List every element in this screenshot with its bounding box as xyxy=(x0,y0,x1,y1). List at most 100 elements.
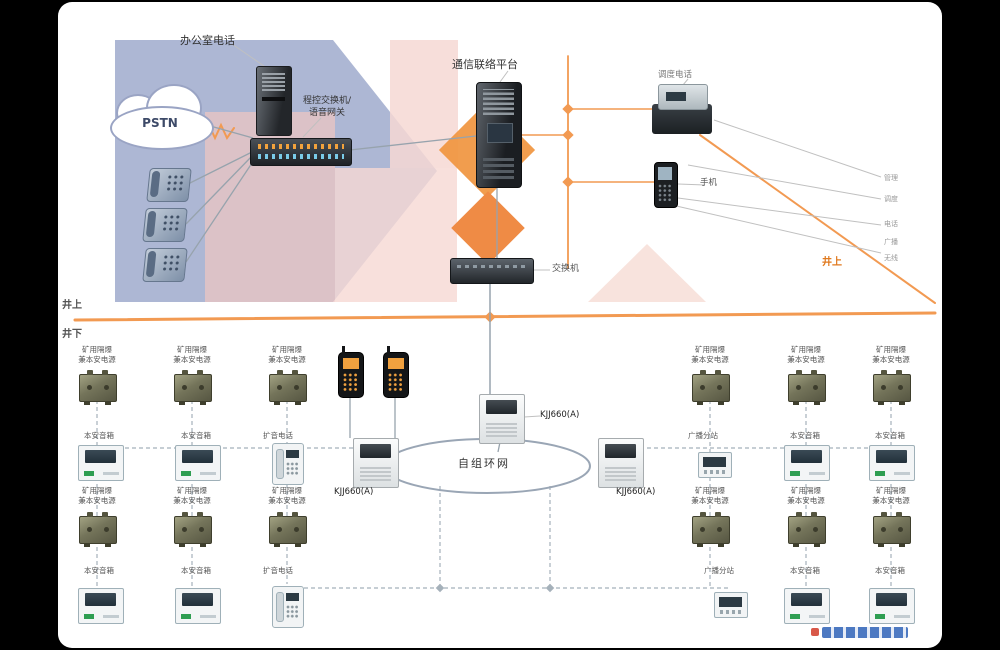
handset xyxy=(145,211,157,237)
desk-phone-2-icon xyxy=(142,208,188,242)
desk-phone-3-icon xyxy=(142,248,188,282)
label-power-r3c5: 矿用隔爆兼本安电源 xyxy=(787,486,825,505)
power-box-r3c3-icon xyxy=(269,512,307,547)
power-box-r1c6-icon xyxy=(873,370,911,405)
vent-grille xyxy=(262,73,285,91)
company-watermark xyxy=(811,627,908,638)
cabinet-vents xyxy=(605,467,636,481)
bg-shape-pink-2 xyxy=(335,168,457,302)
speaker-r2c1-icon xyxy=(78,445,124,481)
button-row xyxy=(720,610,742,614)
label-speaker-r4c1: 本安音箱 xyxy=(84,566,114,575)
brand-logo xyxy=(790,614,800,619)
label-exchange: 程控交换机/ 语音网关 xyxy=(302,96,352,118)
kjj660-left-cabinet-icon xyxy=(353,438,399,488)
desk-phone-1-icon xyxy=(146,168,192,202)
power-box-r1c1-icon xyxy=(79,370,117,405)
ethernet-switch-icon xyxy=(450,258,534,284)
label-amp-phone-r2: 扩音电话 xyxy=(263,431,293,440)
phone-screen xyxy=(658,167,672,180)
label-kjj-left: KJJ660(A) xyxy=(334,487,374,497)
power-box-r3c5-icon xyxy=(788,512,826,547)
power-box-r3c6-icon xyxy=(873,512,911,547)
label-surface-below: 井下 xyxy=(62,329,82,340)
keypad xyxy=(388,373,404,392)
pstn-label: PSTN xyxy=(142,116,178,130)
brand-logo xyxy=(875,471,885,476)
dispatch-terminal-icon xyxy=(652,84,712,134)
led-row xyxy=(258,144,344,149)
keypad xyxy=(166,175,187,193)
label-power-r1c4: 矿用隔爆兼本安电源 xyxy=(691,345,729,364)
mine-handset-1-icon xyxy=(338,346,364,398)
label-surface-above-right: 井上 xyxy=(822,257,842,268)
label-kjj-top: KJJ660(A) xyxy=(540,410,580,420)
voice-gateway-rack-icon xyxy=(250,138,352,166)
label-speaker-r2c1: 本安音箱 xyxy=(84,431,114,440)
label-power-r1c2: 矿用隔爆兼本安电源 xyxy=(173,345,211,364)
keypad xyxy=(343,373,359,392)
server-screen xyxy=(487,123,513,143)
speaker-r2c5-icon xyxy=(784,445,830,481)
brand-logo xyxy=(181,471,191,476)
exchange-tower-icon xyxy=(256,66,292,136)
label-dispatch-phone: 调度电话 xyxy=(658,70,693,80)
terminal-screen xyxy=(666,92,686,101)
cabinet-vents xyxy=(360,467,391,481)
kjj660-right-cabinet-icon xyxy=(598,438,644,488)
legend-item-2: 调度 xyxy=(884,195,898,203)
label-switch: 交换机 xyxy=(552,264,580,274)
pstn-cloud-icon: PSTN xyxy=(110,84,214,150)
keypad xyxy=(286,605,299,619)
cabinet-screen xyxy=(486,400,517,414)
broadcast-station-r2-icon xyxy=(698,452,732,478)
handset xyxy=(145,251,157,277)
speaker-r2c6-icon xyxy=(869,445,915,481)
keypad xyxy=(162,255,183,273)
brand-logo xyxy=(181,614,191,619)
label-kjj-right: KJJ660(A) xyxy=(616,487,656,497)
label-power-r1c5: 矿用隔爆兼本安电源 xyxy=(787,345,825,364)
label-power-r1c6: 矿用隔爆兼本安电源 xyxy=(872,345,910,364)
keypad xyxy=(286,462,299,476)
power-box-r3c4-icon xyxy=(692,512,730,547)
label-power-r1c1: 矿用隔爆兼本安电源 xyxy=(78,345,116,364)
label-speaker-r4c6: 本安音箱 xyxy=(875,566,905,575)
power-box-r1c4-icon xyxy=(692,370,730,405)
label-speaker-r4c5: 本安音箱 xyxy=(790,566,820,575)
handset xyxy=(276,449,284,479)
speaker-r4c1-icon xyxy=(78,588,124,624)
port-row xyxy=(457,265,527,268)
server-slots xyxy=(483,157,514,179)
server-slots xyxy=(483,89,514,115)
power-box-r3c1-icon xyxy=(79,512,117,547)
drive-slot xyxy=(262,97,285,101)
label-speaker-r2c6: 本安音箱 xyxy=(875,431,905,440)
keypad xyxy=(658,184,672,202)
speaker-r2c2-icon xyxy=(175,445,221,481)
speaker-r4c2-icon xyxy=(175,588,221,624)
label-power-r3c2: 矿用隔爆兼本安电源 xyxy=(173,486,211,505)
label-amp-phone-r4: 扩音电话 xyxy=(263,566,293,575)
label-broadcast-r2: 广播分站 xyxy=(688,431,718,440)
mine-handset-2-icon xyxy=(383,346,409,398)
handset xyxy=(149,171,161,197)
label-power-r3c3: 矿用隔爆兼本安电源 xyxy=(268,486,306,505)
brand-logo xyxy=(875,614,885,619)
power-box-r1c2-icon xyxy=(174,370,212,405)
label-platform: 通信联络平台 xyxy=(452,58,518,71)
label-ring-network: 自组环网 xyxy=(458,457,510,470)
label-power-r3c4: 矿用隔爆兼本安电源 xyxy=(691,486,729,505)
mobile-phone-icon xyxy=(654,162,678,208)
power-box-r1c3-icon xyxy=(269,370,307,405)
amp-phone-r4-icon xyxy=(272,586,304,628)
brand-logo xyxy=(790,471,800,476)
legend-item-5: 无线 xyxy=(884,254,898,262)
legend-item-1: 管理 xyxy=(884,174,898,182)
phone-screen xyxy=(343,358,359,369)
power-box-r1c5-icon xyxy=(788,370,826,405)
label-speaker-r2c5: 本安音箱 xyxy=(790,431,820,440)
label-surface-above: 井上 xyxy=(62,300,82,311)
